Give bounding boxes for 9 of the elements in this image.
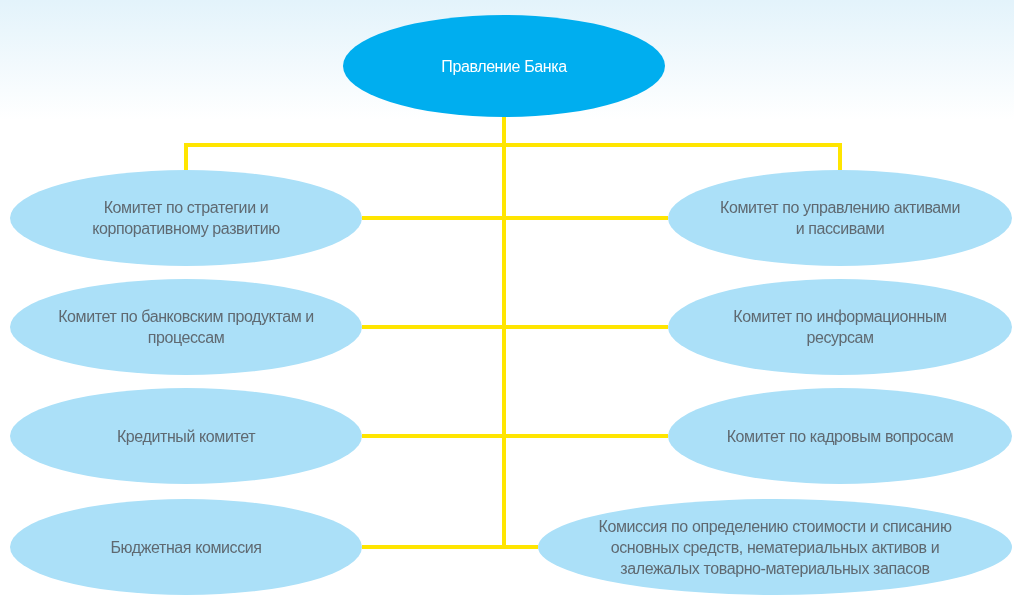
node-label: Комиссия по определению стоимости и списанию основных средств, нематериальных активов и залежалых товарно-материальных запасов: [597, 516, 953, 579]
node-label: Комитет по стратегии и корпоративному развитию: [91, 198, 281, 239]
node-label: Комитет по кадровым вопросам: [726, 426, 954, 447]
node-label: Бюджетная комиссия: [110, 537, 262, 558]
node-label: Комитет по управлению активами и пассивами: [719, 198, 961, 239]
node-label: Комитет по банковским продуктам и процессам: [58, 307, 314, 348]
node-label: Кредитный комитет: [116, 426, 256, 447]
node-label: Правление Банка: [441, 56, 567, 77]
node-label: Комитет по информационным ресурсам: [732, 307, 948, 348]
